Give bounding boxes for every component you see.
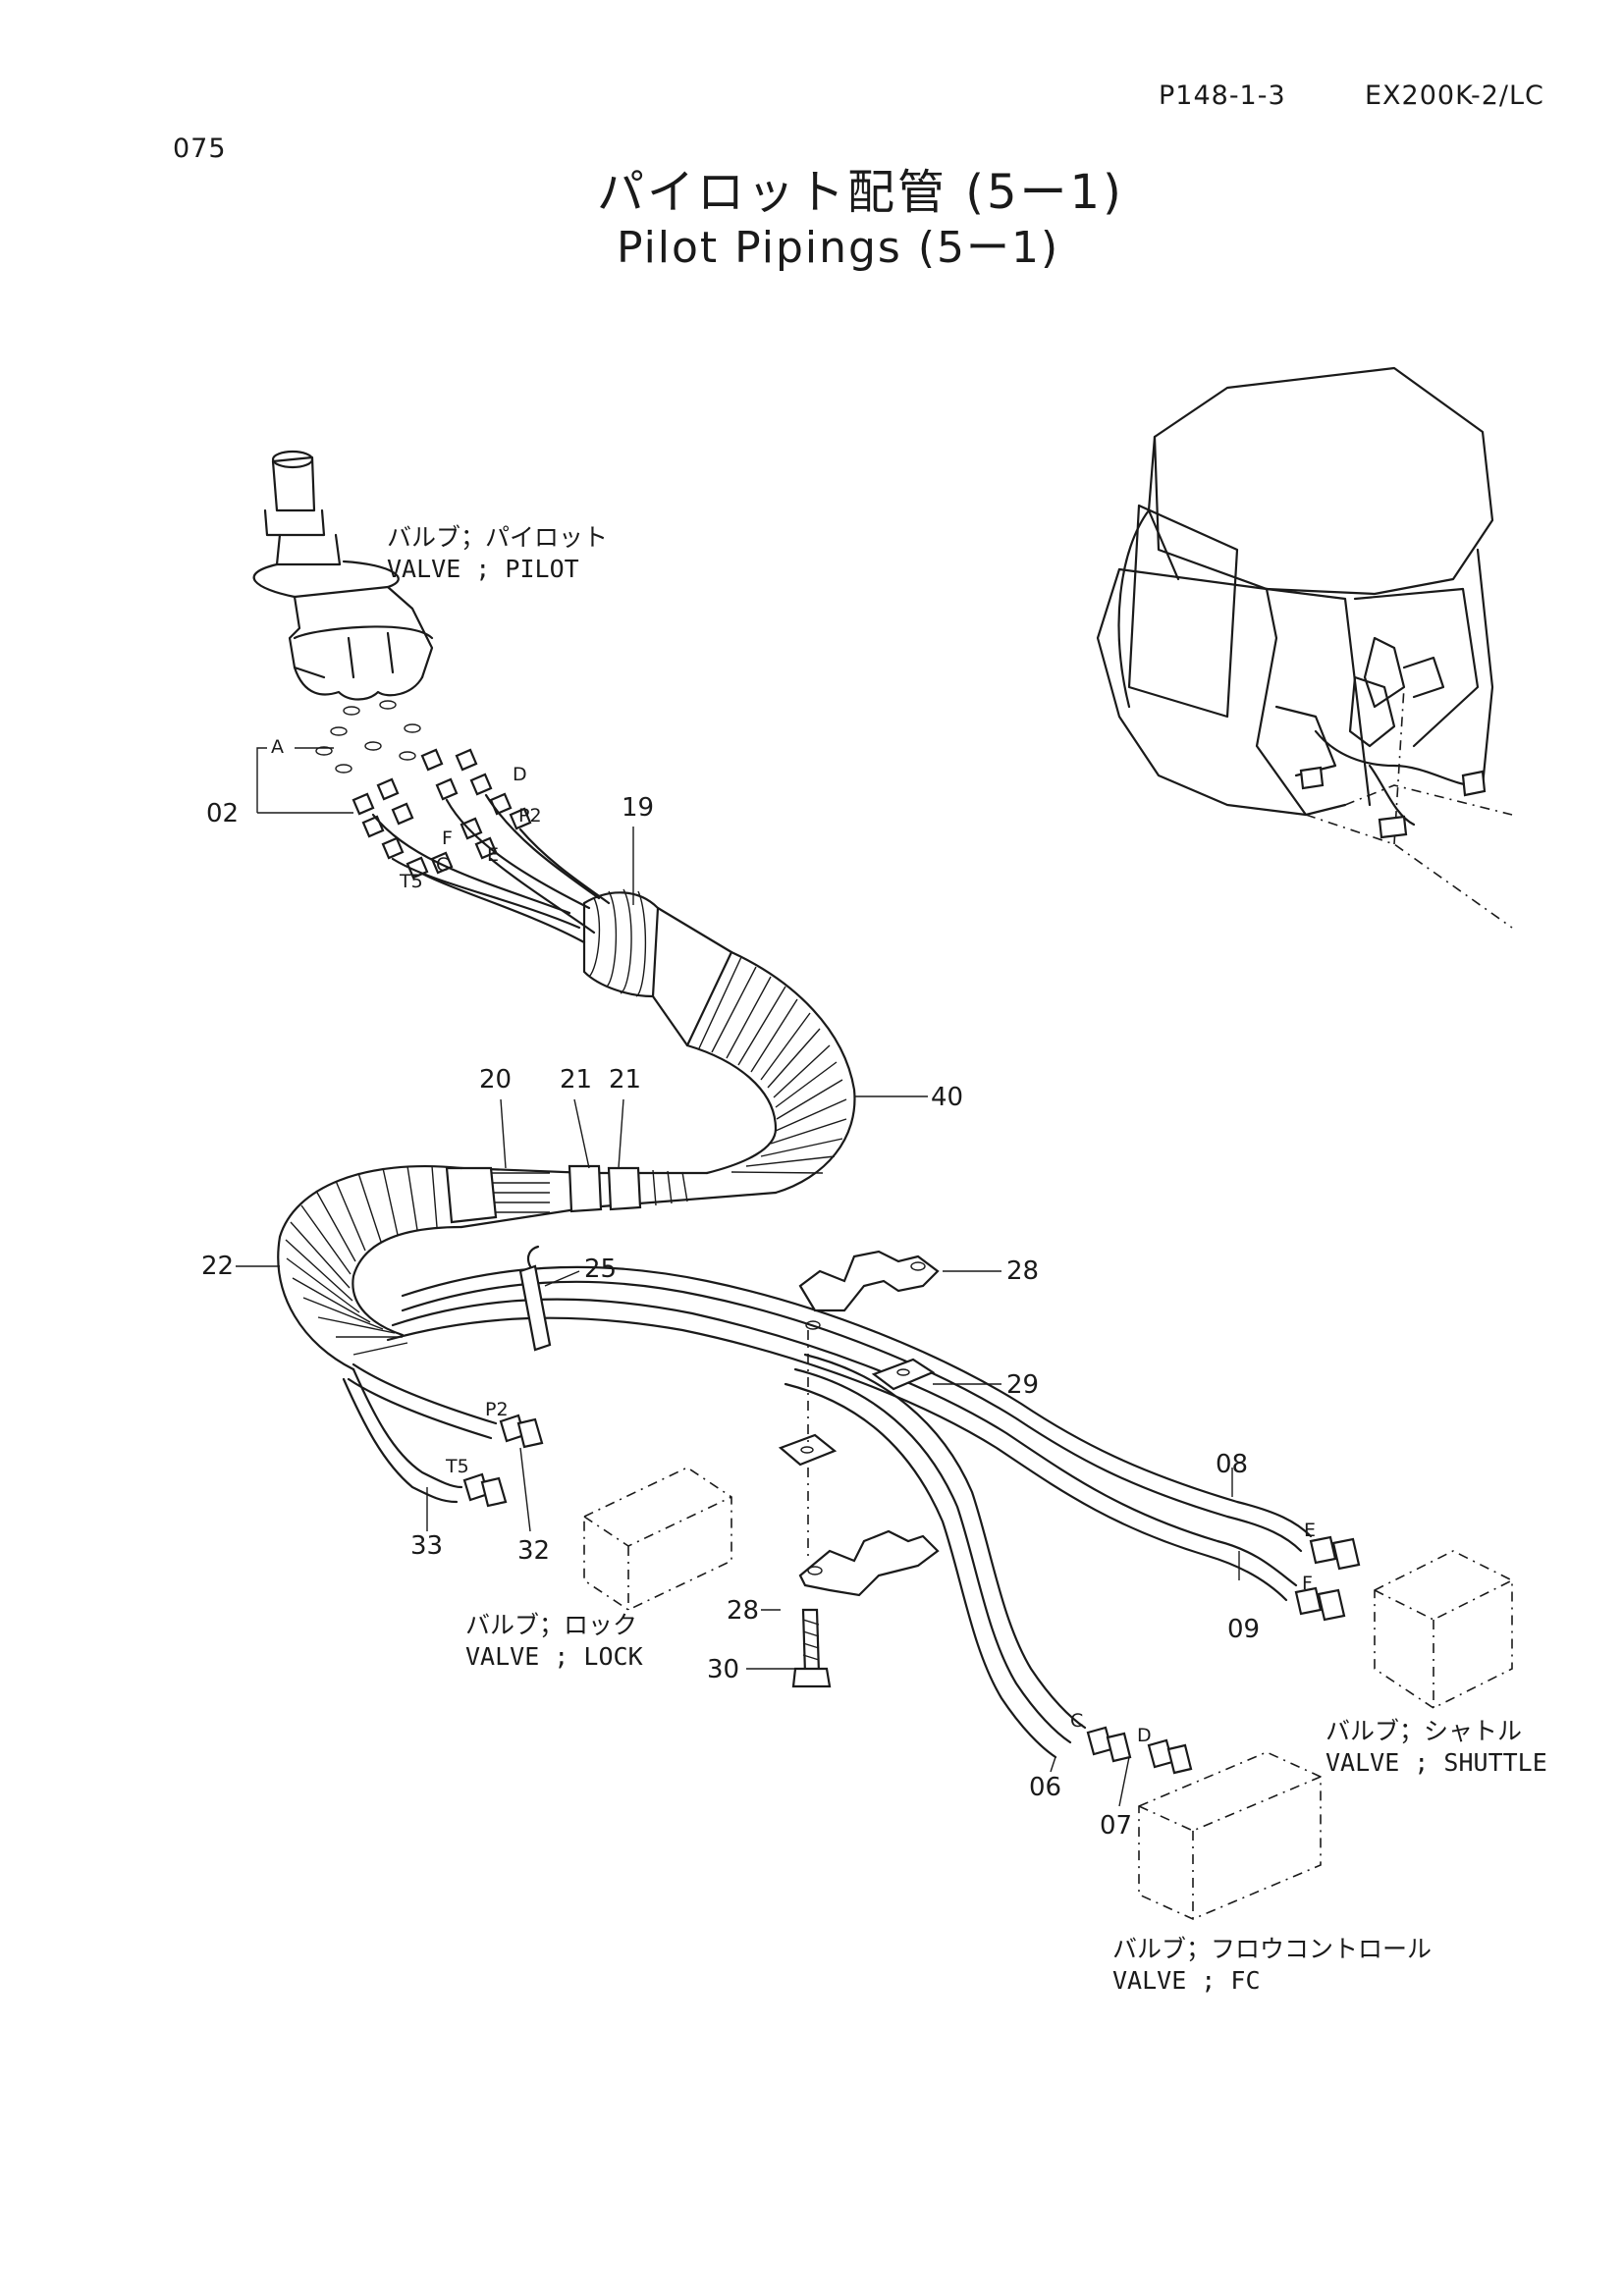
valve-pilot-label-jp: バルブ；パイロット bbox=[387, 523, 609, 552]
callout-40: 40 bbox=[931, 1083, 964, 1112]
callout-22: 22 bbox=[201, 1252, 235, 1281]
page-code: P148-1-3 bbox=[1159, 80, 1286, 111]
valve-lock-label-jp: バルブ；ロック bbox=[465, 1611, 638, 1639]
port-d-right: D bbox=[1137, 1725, 1152, 1746]
pilot-valve-illustration bbox=[252, 450, 434, 774]
valve-lock-label-en: VALVE ; LOCK bbox=[465, 1642, 643, 1671]
callout-02: 02 bbox=[206, 799, 240, 828]
lock-valve-box bbox=[583, 1467, 732, 1611]
callout-30: 30 bbox=[707, 1655, 740, 1684]
port-p2-bottom: P2 bbox=[485, 1399, 509, 1420]
port-e-top: E bbox=[487, 844, 500, 866]
cab-inset-illustration bbox=[1096, 366, 1513, 929]
callout-21-left: 21 bbox=[560, 1065, 593, 1095]
port-c-right: C bbox=[1070, 1710, 1084, 1732]
valve-shuttle-label-jp: バルブ；シャトル bbox=[1325, 1717, 1523, 1745]
lock-valve-fittings bbox=[462, 1414, 544, 1508]
fc-valve-box bbox=[1138, 1751, 1322, 1920]
callout-33: 33 bbox=[410, 1531, 444, 1561]
port-p2-top: P2 bbox=[518, 805, 542, 827]
port-d-top: D bbox=[513, 764, 527, 785]
clamps-and-bolt bbox=[778, 1250, 940, 1688]
port-f-top: F bbox=[442, 828, 453, 849]
callout-28-top: 28 bbox=[1006, 1256, 1040, 1286]
callout-29: 29 bbox=[1006, 1370, 1040, 1400]
callout-19: 19 bbox=[622, 793, 655, 823]
port-t5-top: T5 bbox=[400, 871, 423, 892]
page-number: 075 bbox=[173, 133, 227, 164]
model-name: EX200K-2/LC bbox=[1365, 80, 1544, 111]
callout-28-bottom: 28 bbox=[727, 1596, 760, 1626]
port-a: A bbox=[271, 736, 284, 758]
port-c-top: C bbox=[436, 854, 450, 876]
valve-pilot-label-en: VALVE ; PILOT bbox=[387, 555, 579, 583]
callout-06: 06 bbox=[1029, 1773, 1062, 1802]
port-t5-bottom: T5 bbox=[446, 1456, 469, 1477]
callout-21-right: 21 bbox=[609, 1065, 642, 1095]
title-english: Pilot Pipings (5ー1) bbox=[617, 223, 1060, 273]
port-f-right: F bbox=[1302, 1573, 1313, 1594]
valve-shuttle-label-en: VALVE ; SHUTTLE bbox=[1325, 1748, 1547, 1777]
shuttle-valve-box bbox=[1374, 1550, 1513, 1709]
callout-32: 32 bbox=[517, 1536, 551, 1566]
right-fittings bbox=[1086, 1535, 1361, 1775]
callout-08: 08 bbox=[1216, 1450, 1249, 1479]
leader-lines bbox=[236, 747, 1240, 1807]
valve-fc-label-jp: バルブ；フロウコントロール bbox=[1112, 1935, 1433, 1963]
valve-fc-label-en: VALVE ; FC bbox=[1112, 1966, 1261, 1995]
callout-25: 25 bbox=[584, 1255, 618, 1284]
fittings-cluster bbox=[352, 748, 611, 944]
hose-bundle bbox=[277, 888, 856, 1371]
callout-09: 09 bbox=[1227, 1615, 1261, 1644]
port-e-right: E bbox=[1304, 1520, 1317, 1541]
callout-20: 20 bbox=[479, 1065, 513, 1095]
lower-hoses bbox=[342, 1245, 1313, 1759]
callout-07: 07 bbox=[1100, 1811, 1133, 1841]
title-japanese: パイロット配管 (5ー1) bbox=[597, 165, 1124, 220]
